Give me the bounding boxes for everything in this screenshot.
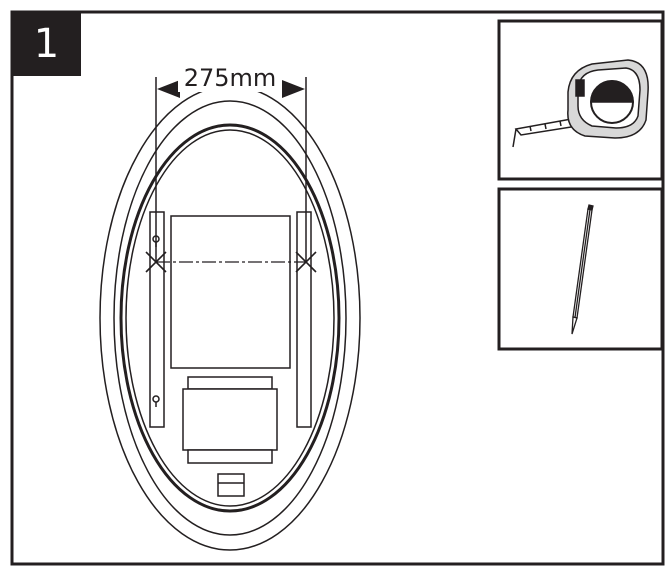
tape-lock-button <box>575 79 585 97</box>
tool-panel-tape-measure <box>497 19 664 181</box>
tape-dial-dark-half <box>590 80 634 103</box>
mirror-inner-ellipse <box>125 129 335 507</box>
pencil-eraser <box>587 204 594 211</box>
dimension-label: 275mm <box>183 64 277 92</box>
back-panel <box>170 215 291 369</box>
tape-hook <box>512 128 517 148</box>
lower-keyhole-slot <box>152 395 160 403</box>
step-number-badge: 1 <box>12 12 81 76</box>
right-arrowhead <box>282 80 305 98</box>
mirror-middle-ellipse <box>113 100 347 536</box>
tool-panel-pencil <box>497 187 664 351</box>
pencil-edge <box>574 209 591 318</box>
driver-box-bottom <box>187 449 273 464</box>
left-mounting-rail <box>149 211 165 428</box>
driver-box <box>182 388 278 451</box>
left-arrowhead <box>157 80 180 98</box>
tape-measure-icon <box>512 59 649 148</box>
driver-box-top <box>187 376 273 390</box>
pencil-tip <box>571 316 578 335</box>
mirror-frame-ellipse <box>119 123 341 513</box>
pencil-icon <box>571 204 594 335</box>
tape-tick <box>544 123 547 130</box>
right-mounting-rail <box>296 211 312 428</box>
dimension-label-mask <box>178 70 282 92</box>
mirror-back-components <box>149 211 312 497</box>
tape-tick <box>559 120 562 127</box>
tape-tick <box>529 125 532 132</box>
switch-unit <box>217 473 245 497</box>
